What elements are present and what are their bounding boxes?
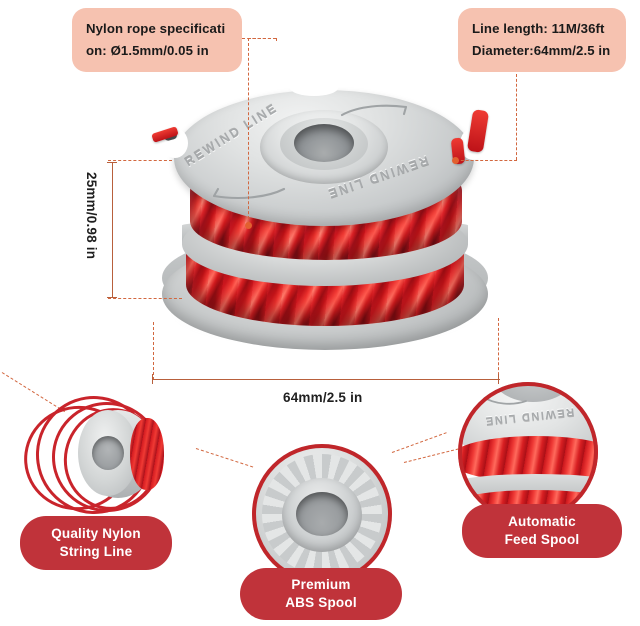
- connector-nylon-corner: [276, 38, 277, 41]
- callout-nylon-line1: Nylon rope specificati: [86, 21, 226, 36]
- feature-label-line2-2: Feed Spool: [504, 532, 580, 547]
- dimension-width-guide-left: [153, 322, 154, 380]
- feature-label-line1-0: Quality Nylon: [51, 525, 141, 541]
- dimension-height-tick-top: [107, 162, 117, 164]
- inset-feed-spool-closeup: REWIND LINE: [458, 382, 598, 522]
- connector-length-horizontal: [456, 160, 517, 161]
- connector-nylon-horizontal-2: [248, 38, 276, 39]
- inset-feed-hub: [492, 382, 574, 402]
- inset-premium-abs-spool: [252, 444, 392, 584]
- callout-length-line2: Diameter:64mm/2.5 in: [472, 42, 611, 58]
- callout-nylon-line2: on: Ø1.5mm/0.05 in: [86, 42, 209, 58]
- dimension-height-bracket: [112, 162, 114, 298]
- inset-automatic-feed-spool: REWIND LINE: [458, 382, 598, 522]
- spool-rim-notch-top: [290, 80, 338, 96]
- inset-gear-center-hole: [296, 492, 348, 536]
- feature-label-line2-0: String Line: [59, 544, 133, 559]
- feature-label-line2-1: ABS Spool: [285, 595, 357, 610]
- connector-length-vertical: [516, 74, 517, 160]
- dimension-width-label: 64mm/2.5 in: [283, 390, 363, 405]
- callout-line-length: Line length: 11M/36ft Diameter:64mm/2.5 …: [458, 8, 626, 72]
- product-spool-image: REWIND LINE REWIND LINE: [140, 80, 510, 350]
- dimension-width-tick-left: [152, 374, 154, 384]
- inset-mini-spool-hole: [92, 436, 124, 470]
- inset-gear-closeup: [252, 444, 392, 584]
- connector-inset-middle-left: [195, 448, 254, 468]
- inset-mini-spool-coil: [130, 418, 164, 490]
- feature-pill-automatic-feed-spool[interactable]: Automatic Feed Spool: [462, 504, 622, 558]
- rewind-arrow-icon-bottom: [208, 180, 286, 202]
- inset-rewind-arrow-icon: [480, 390, 528, 411]
- dimension-height-guide-bottom: [108, 298, 182, 299]
- dimension-height-label: 25mm/0.98 in: [84, 172, 99, 260]
- dimension-height-guide-top: [108, 160, 172, 161]
- connector-length-endpoint-dot: [452, 157, 459, 164]
- dimension-height-tick-bottom: [107, 297, 117, 299]
- callout-nylon-specification: Nylon rope specificati on: Ø1.5mm/0.05 i…: [72, 8, 242, 72]
- connector-nylon-endpoint-dot: [245, 222, 252, 229]
- feature-pill-premium-abs-spool[interactable]: Premium ABS Spool: [240, 568, 402, 620]
- dimension-width-tick-right: [498, 374, 500, 384]
- rewind-arrow-icon-top: [340, 102, 414, 122]
- feature-label-line1-1: Premium: [291, 576, 351, 592]
- callout-length-line1: Line length: 11M/36ft: [472, 21, 605, 36]
- spool-center-hole: [294, 124, 354, 162]
- feature-label-line1-2: Automatic: [508, 513, 576, 529]
- dimension-width-bracket: [152, 379, 500, 381]
- dimension-width-guide-right: [498, 318, 499, 380]
- feature-pill-quality-nylon-string-line[interactable]: Quality Nylon String Line: [20, 516, 172, 570]
- connector-inset-middle-right: [391, 432, 447, 453]
- inset-quality-nylon-string-line: [0, 388, 176, 523]
- connector-nylon-vertical: [248, 38, 249, 224]
